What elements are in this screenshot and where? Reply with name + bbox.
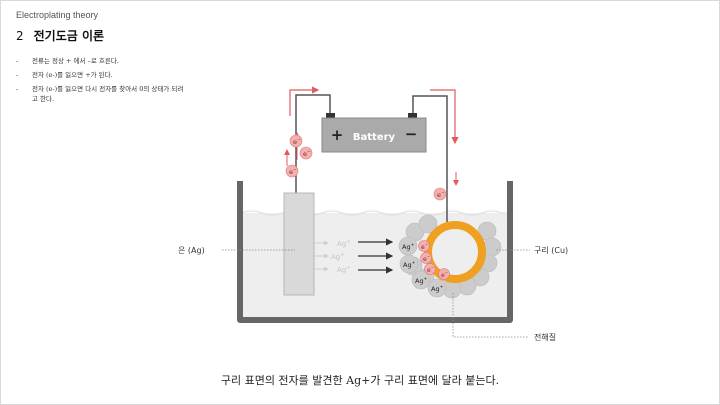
electron-marker: e− [285, 164, 299, 178]
electron-marker: e− [433, 187, 447, 201]
bullet-text: 전자 (e-)를 잃으면 +가 된다. [32, 71, 113, 79]
battery: + Battery − [321, 113, 427, 153]
slide-eyebrow: Electroplating theory [16, 10, 99, 20]
section-number: 2 [16, 29, 24, 43]
electron-marker: e− [420, 252, 432, 264]
copper-cathode-ring [424, 221, 486, 283]
svg-text:e−: e− [289, 168, 297, 176]
section-title: 전기도금 이론 [33, 29, 105, 43]
label-cathode: 구리 (Cu) [534, 246, 568, 255]
electron-marker: e− [424, 263, 436, 275]
ag-ion-faint: Ag+ [331, 252, 344, 261]
current-arrow-up [289, 86, 320, 116]
ion-flow-faint: Ag+ Ag+ Ag+ [312, 239, 350, 274]
silver-anode [283, 192, 315, 296]
tank [237, 181, 513, 323]
ag-ions-on-cathode: Ag+ Ag+ Ag+ Ag+ [398, 236, 447, 298]
label-anode: 은 (Ag) [178, 246, 205, 255]
electron-marker: e− [289, 134, 303, 148]
battery-label: Battery [353, 132, 396, 143]
battery-plus-sign: + [331, 126, 344, 144]
wire-cathode [412, 95, 448, 222]
svg-text:e−: e− [427, 265, 434, 274]
svg-text:e−: e− [303, 150, 311, 158]
svg-text:e−: e− [421, 242, 428, 251]
ag-ion-label: Ag+ [403, 260, 416, 269]
bullet-item: -전자 (e-)를 잃으면 +가 된다. [16, 71, 113, 79]
bullet-list: -전류는 정상 + 에서 –로 흐른다. -전자 (e-)를 잃으면 +가 된다… [16, 56, 186, 108]
bullet-item: -전류는 정상 + 에서 –로 흐른다. [16, 57, 119, 65]
svg-text:e−: e− [423, 254, 430, 263]
label-electrolyte: 전해질 [534, 332, 556, 342]
svg-text:e−: e− [293, 138, 301, 146]
svg-text:e−: e− [441, 270, 448, 279]
bullet-item: -전자 (e-)를 잃으면 다시 전자를 찾아서 0의 상태가 되려고 한다. [16, 85, 184, 103]
ag-ion-label: Ag+ [402, 242, 415, 251]
electrons: e− e− e− e− e− e− e− e− [285, 134, 450, 280]
electron-marker: e− [418, 240, 430, 252]
ag-ion-faint: Ag+ [337, 239, 350, 248]
electron-marker: e− [438, 268, 450, 280]
svg-text:e−: e− [437, 191, 445, 199]
current-arrow-down [430, 89, 459, 145]
slide-heading: 2 전기도금 이론 [16, 27, 104, 44]
battery-minus-sign: − [405, 125, 418, 143]
ag-ion-label: Ag+ [415, 276, 428, 285]
ag-ion-faint: Ag+ [337, 265, 350, 274]
bullet-text: 전류는 정상 + 에서 –로 흐른다. [32, 57, 119, 65]
electron-marker: e− [299, 146, 313, 160]
bullet-text: 전자 (e-)를 잃으면 다시 전자를 찾아서 0의 상태가 되려고 한다. [32, 85, 184, 103]
leader-line-electrolyte [452, 293, 528, 338]
ag-ion-label: Ag+ [431, 284, 444, 293]
diagram-caption: 구리 표면의 전자를 발견한 Ag+가 구리 표면에 달라 붙는다. [220, 374, 500, 387]
